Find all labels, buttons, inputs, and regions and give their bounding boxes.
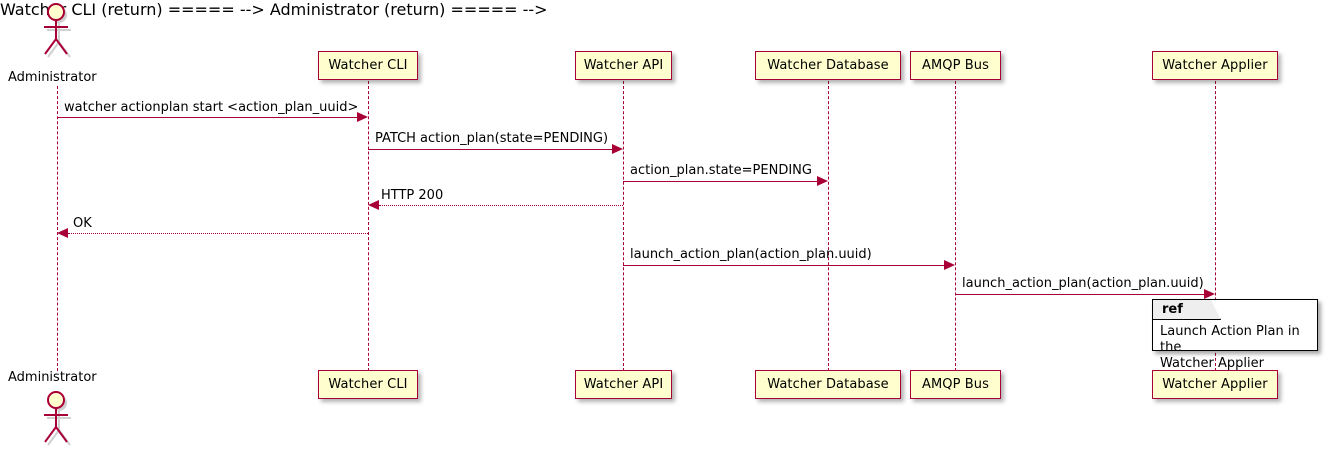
- lifeline-watcher-api: [623, 81, 624, 371]
- message-arrowhead-5: [57, 228, 68, 238]
- message-arrowhead-1: [357, 112, 368, 122]
- message-arrowhead-3: [817, 176, 828, 186]
- ref-fragment-tab-label: ref: [1153, 300, 1221, 320]
- message-line-6: [623, 265, 945, 266]
- ref-fragment-body-text: Launch Action Plan in the Watcher Applie…: [1160, 324, 1300, 371]
- lifeline-watcher-cli: [368, 81, 369, 371]
- message-arrowhead-7: [1204, 289, 1215, 299]
- actor-label-administrator-bottom: Administrator: [8, 370, 97, 385]
- message-line-3: [623, 181, 818, 182]
- participant-watcher-cli-top[interactable]: Watcher CLI: [318, 51, 418, 80]
- actor-administrator-bottom: [34, 390, 80, 448]
- message-arrowhead-4: [368, 200, 379, 210]
- participant-watcher-database-bottom[interactable]: Watcher Database: [755, 370, 901, 399]
- message-line-4: [379, 205, 623, 206]
- participant-watcher-cli-bottom[interactable]: Watcher CLI: [318, 370, 418, 399]
- participant-watcher-database-top[interactable]: Watcher Database: [755, 51, 901, 80]
- participant-amqp-bus-top[interactable]: AMQP Bus: [910, 51, 1001, 80]
- lifeline-watcher-applier: [1215, 81, 1216, 371]
- message-line-7: [955, 294, 1205, 295]
- message-line-1: [57, 117, 358, 118]
- message-line-2: [368, 149, 613, 150]
- actor-label-administrator-top: Administrator: [8, 70, 97, 85]
- lifeline-watcher-database: [828, 81, 829, 371]
- participant-watcher-applier-bottom[interactable]: Watcher Applier: [1152, 370, 1278, 399]
- participant-amqp-bus-bottom[interactable]: AMQP Bus: [910, 370, 1001, 399]
- actor-administrator-top: [34, 2, 80, 60]
- message-arrowhead-6: [944, 260, 955, 270]
- message-label-5: OK: [73, 216, 92, 231]
- message-line-5: [68, 233, 368, 234]
- ref-fragment[interactable]: ref Launch Action Plan in the Watcher Ap…: [1152, 299, 1318, 371]
- message-label-4: HTTP 200: [381, 188, 444, 203]
- message-arrowhead-2: [612, 144, 623, 154]
- message-label-3: action_plan.state=PENDING: [630, 163, 812, 178]
- participant-watcher-api-bottom[interactable]: Watcher API: [575, 370, 672, 399]
- message-label-7: launch_action_plan(action_plan.uuid): [962, 276, 1204, 291]
- message-label-1: watcher actionplan start <action_plan_uu…: [64, 100, 359, 115]
- participant-watcher-api-top[interactable]: Watcher API: [575, 51, 672, 80]
- actor-figure-icon: [44, 3, 71, 58]
- lifeline-amqp-bus: [955, 81, 956, 371]
- participant-watcher-applier-top[interactable]: Watcher Applier: [1152, 51, 1278, 80]
- message-label-6: launch_action_plan(action_plan.uuid): [630, 247, 872, 262]
- message-label-2: PATCH action_plan(state=PENDING): [375, 131, 609, 146]
- actor-figure-icon: [44, 391, 71, 446]
